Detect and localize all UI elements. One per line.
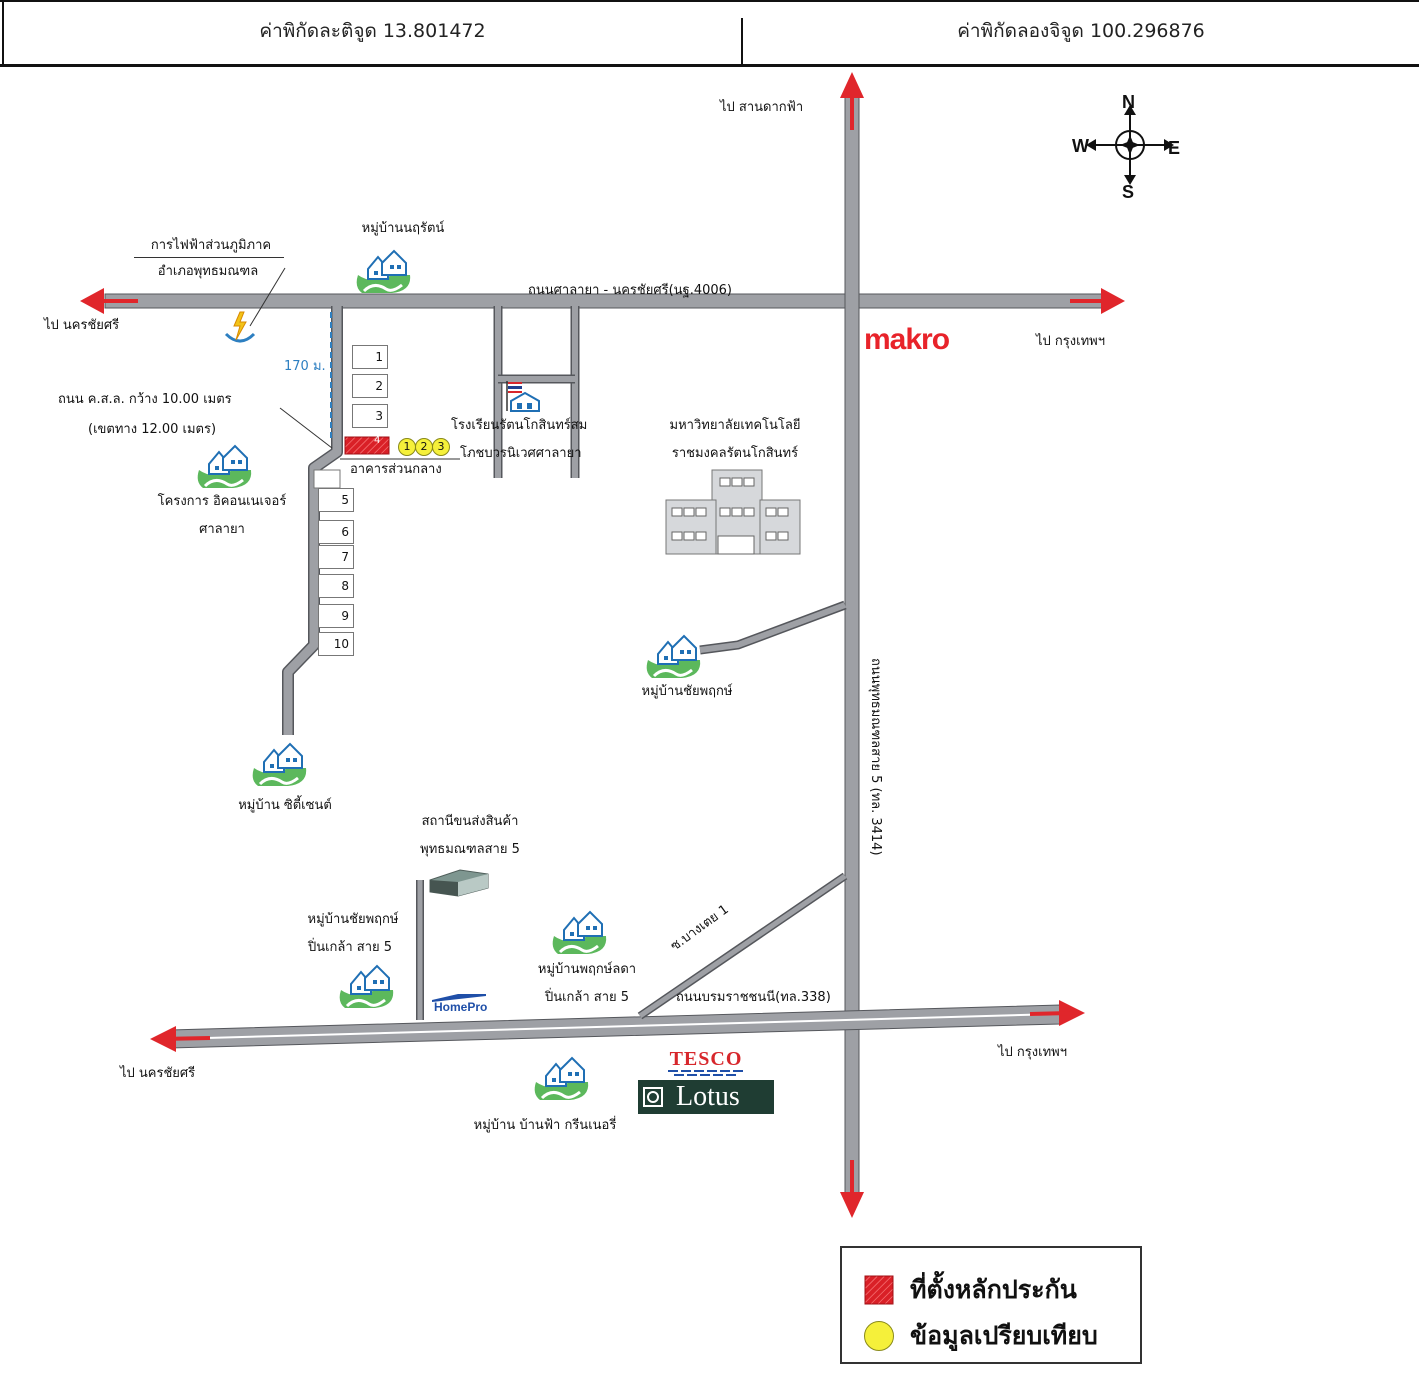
label-road-kosl-2: (เขตทาง 12.00 เมตร) [88, 422, 217, 437]
coordinates-header: ค่าพิกัดละติจูด 13.801472 ค่าพิกัดลองจิจ… [0, 0, 1419, 67]
header-bottom-border [0, 64, 1419, 67]
village-chaiyaphruek2-icon [338, 964, 395, 1010]
plot-9: 9 [318, 604, 354, 628]
header-divider [741, 18, 743, 64]
plot-1: 1 [352, 345, 388, 369]
compass-icon [1086, 105, 1174, 185]
homepro-logo [432, 994, 486, 1002]
comparable-marker-2: 2 [415, 438, 433, 456]
label-transport-1: สถานีขนส่งสินค้า [421, 814, 519, 829]
road-soi-bangtoei [637, 872, 848, 1020]
collateral-plot [344, 436, 390, 455]
header-left-border [2, 0, 4, 66]
road-kosl-pointer [279, 407, 333, 449]
label-transport-2: พุทธมณฑลสาย 5 [420, 842, 520, 857]
label-village-cityscene: หมู่บ้าน ซิตี้เซนต์ [238, 798, 332, 813]
label-village-chaiyaphruek: หมู่บ้านชัยพฤกษ์ [641, 684, 733, 699]
university-building-icon [665, 469, 801, 555]
label-to-bangkok-bottom: ไป กรุงเทพฯ [998, 1045, 1068, 1060]
plot-6: 6 [318, 520, 354, 544]
electricity-pointer [249, 267, 286, 327]
legend-comparison-swatch [864, 1321, 894, 1351]
village-phruekladda-icon [551, 910, 608, 956]
label-project-2: ศาลายา [199, 522, 245, 537]
school-roads [493, 306, 580, 478]
label-village-phruekladda-1: หมู่บ้านพฤกษ์ลดา [537, 962, 637, 977]
transport-station-icon [429, 869, 489, 897]
compass-east: E [1168, 138, 1181, 158]
village-chaiyaphruek-icon [645, 634, 702, 680]
label-university-2: ราชมงคลรัตนโกสินทร์ [671, 446, 799, 461]
plot-7: 7 [318, 545, 354, 569]
label-road-salaya: ถนนศาลายา - นครชัยศรี(นฐ.4006) [528, 283, 732, 298]
plot-5: 5 [318, 488, 354, 512]
header-top-border [0, 0, 1419, 2]
legend-collateral-label: ที่ตั้งหลักประกัน [910, 1275, 1077, 1304]
map-legend: ที่ตั้งหลักประกัน ข้อมูลเปรียบเทียบ [840, 1246, 1142, 1364]
label-village-nurat: หมู่บ้านนฤรัตน์ [361, 221, 445, 236]
village-iconnature-icon [196, 444, 253, 490]
label-road-kosl-1: ถนน ค.ส.ล. กว้าง 10.00 เมตร [58, 392, 232, 407]
latitude-label: ค่าพิกัดละติจูด 13.801472 [259, 20, 486, 42]
comparable-marker-3: 3 [432, 438, 450, 456]
plot-3: 3 [352, 404, 388, 428]
longitude-label: ค่าพิกัดลองจิจูด 100.296876 [957, 20, 1205, 42]
common-building-box [313, 469, 341, 489]
label-village-chaiyaphruek2-1: หมู่บ้านชัยพฤกษ์ [307, 912, 399, 927]
village-nurat-icon [355, 249, 412, 295]
label-road-phutthamonthon5: ถนนพุทธมณฑลสาย 5 (ทล. 3414) [868, 658, 883, 856]
label-homepro: HomePro [434, 1000, 488, 1014]
legend-collateral-swatch [864, 1275, 894, 1305]
label-village-phruekladda-2: ปิ่นเกล้า สาย 5 [544, 990, 630, 1005]
school-icon [506, 381, 540, 412]
road-kosl-access [282, 306, 343, 735]
label-makro: makro [864, 323, 950, 356]
label-road-borommaratchachonnani: ถนนบรมราชชนนี(ทล.338) [676, 990, 831, 1005]
comparable-marker-1: 1 [398, 438, 416, 456]
label-village-chaiyaphruek2-2: ปิ่นเกล้า สาย 5 [307, 940, 393, 955]
plot-4-label: 4 [374, 435, 381, 446]
label-village-baanfa: หมู่บ้าน บ้านฟ้า กรีนเนอรี่ [473, 1118, 617, 1133]
label-lotus: Lotus [676, 1081, 740, 1112]
label-school-1: โรงเรียนรัตนโกสินทร์สม [451, 418, 588, 433]
compass-west: W [1072, 136, 1089, 156]
compass-north: N [1122, 92, 1135, 112]
plot-10: 10 [318, 632, 354, 656]
label-to-nakhonchaisri-top: ไป นครชัยศรี [44, 318, 120, 333]
label-electricity-1: การไฟฟ้าส่วนภูมิภาค [150, 238, 272, 253]
label-distance: 170 ม. [284, 359, 326, 374]
label-to-nakhonchaisri-bottom: ไป นครชัยศรี [120, 1066, 196, 1081]
label-university-1: มหาวิทยาลัยเทคโนโลยี [669, 418, 801, 433]
label-electricity-2: อำเภอพุทธมณฑล [157, 264, 259, 279]
village-cityscene-icon [251, 742, 308, 788]
label-school-2: โภชบวรนิเวศศาลายา [460, 446, 582, 461]
label-to-bangkok-top: ไป กรุงเทพฯ [1036, 334, 1106, 349]
village-baanfa-icon [533, 1056, 590, 1102]
road-phutthamonthon-5 [840, 72, 864, 1218]
label-common-building: อาคารส่วนกลาง [350, 462, 442, 477]
legend-row-collateral: ที่ตั้งหลักประกัน [864, 1270, 1077, 1310]
compass-south: S [1122, 182, 1135, 202]
road-borommaratchachonnani [150, 1000, 1085, 1052]
tesco-lotus-logo [638, 1050, 774, 1114]
road-chaiyaphruek [699, 600, 847, 655]
label-project-1: โครงการ อิคอนเนเจอร์ [157, 494, 287, 509]
label-tesco: TESCO [669, 1048, 743, 1070]
legend-row-comparison: ข้อมูลเปรียบเทียบ [864, 1316, 1098, 1356]
plot-2: 2 [352, 374, 388, 398]
electricity-icon [224, 311, 256, 343]
plot-8: 8 [318, 574, 354, 598]
legend-comparison-label: ข้อมูลเปรียบเทียบ [910, 1321, 1098, 1350]
electricity-underline [134, 257, 284, 258]
label-to-sanam-dakfa: ไป สานดากฟ้า [720, 100, 804, 115]
